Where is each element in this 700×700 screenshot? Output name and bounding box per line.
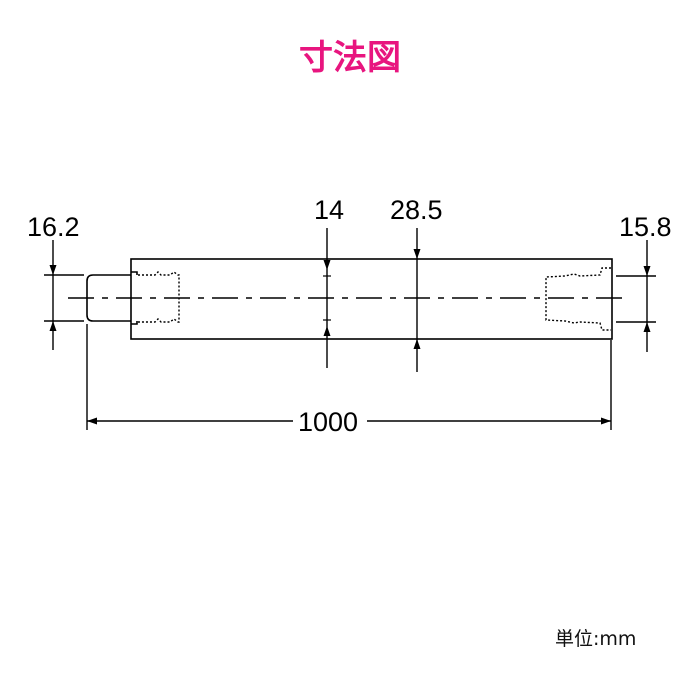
left-hidden-thread — [138, 271, 180, 323]
dim-label-total-length: 1000 — [298, 407, 358, 437]
dim-label-body-diameter: 28.5 — [390, 195, 443, 225]
right-hidden-socket — [545, 267, 611, 331]
left-end-collar — [131, 271, 138, 325]
dim-label-left-diameter: 16.2 — [27, 212, 80, 242]
dim-label-right-diameter: 15.8 — [619, 212, 672, 242]
left-end-fitting — [86, 274, 131, 322]
dim-label-inner-diameter: 14 — [314, 195, 344, 225]
unit-label: 単位:mm — [555, 628, 637, 650]
pipe-body — [130, 258, 613, 340]
drawing-title: 寸法図 — [299, 38, 401, 78]
